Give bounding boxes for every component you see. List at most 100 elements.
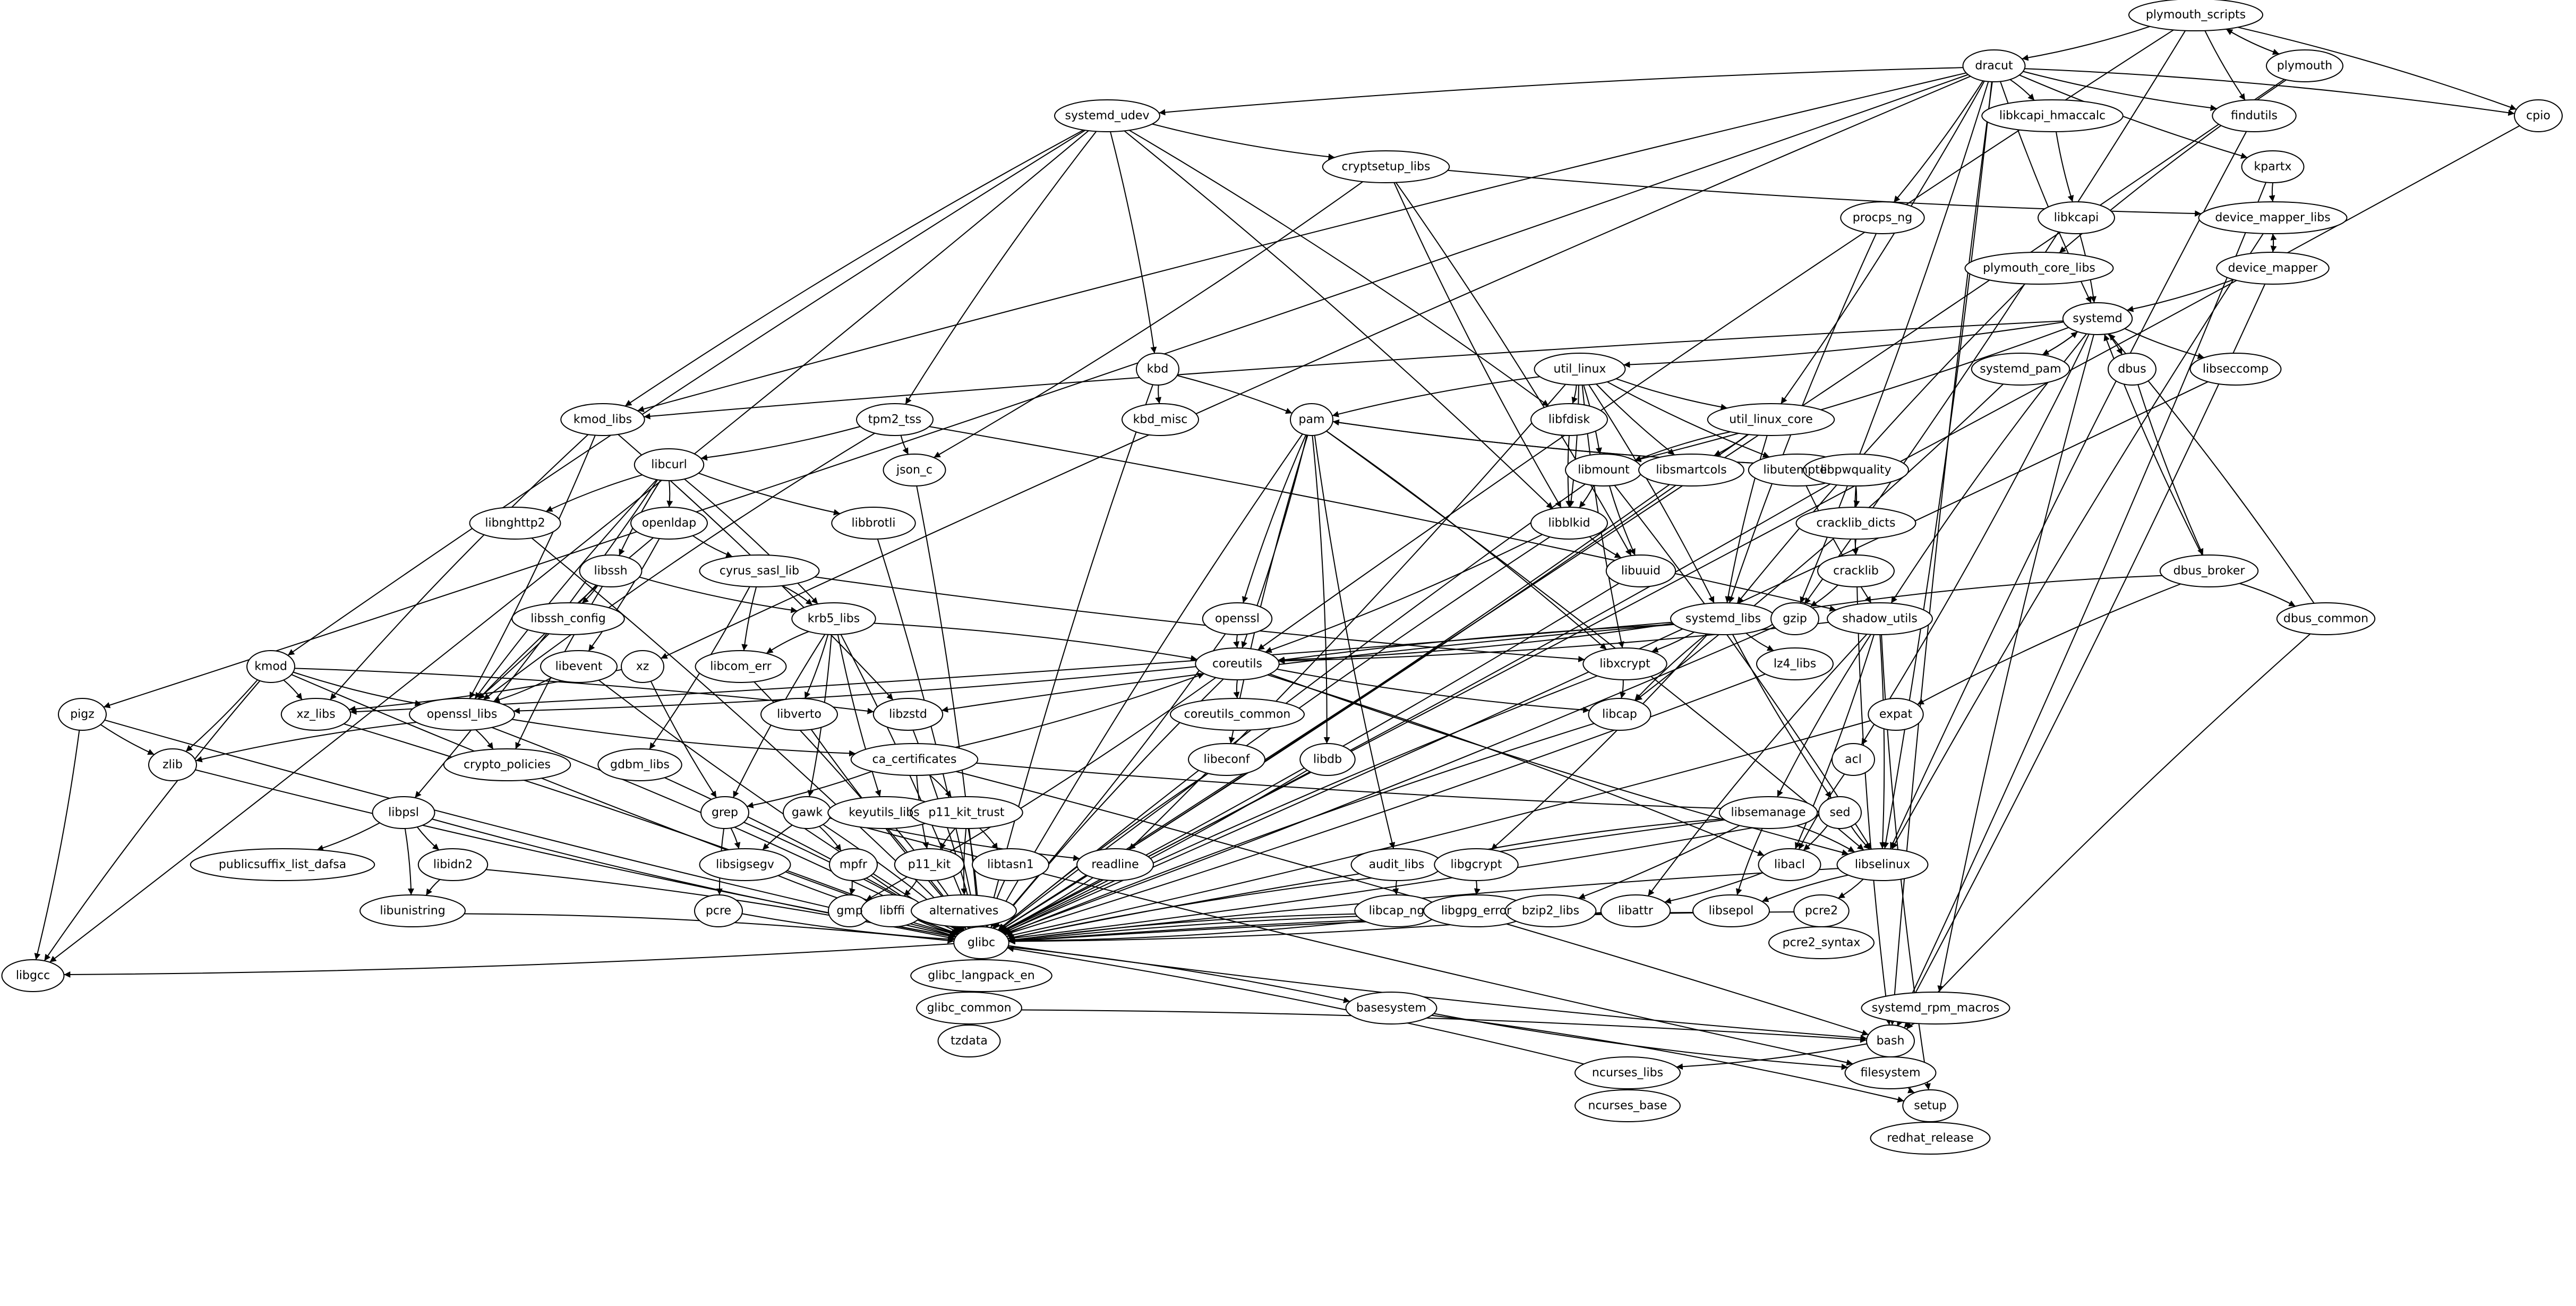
node-ellipse[interactable] <box>695 650 787 683</box>
node-ellipse[interactable] <box>1707 403 1835 436</box>
node-ellipse[interactable] <box>894 848 965 881</box>
node-ellipse[interactable] <box>850 743 979 776</box>
node-ellipse[interactable] <box>190 848 375 881</box>
node-ellipse[interactable] <box>2038 201 2115 234</box>
node-ellipse[interactable] <box>699 848 791 881</box>
node-ellipse[interactable] <box>1530 507 1608 540</box>
node-ellipse[interactable] <box>1054 99 1160 132</box>
node-ellipse[interactable] <box>1868 698 1924 731</box>
node-ellipse[interactable] <box>469 507 561 540</box>
node-ellipse[interactable] <box>443 748 571 781</box>
node-ellipse[interactable] <box>1827 602 1933 635</box>
node-ellipse[interactable] <box>1188 743 1265 776</box>
node-ellipse[interactable] <box>972 848 1049 881</box>
node-ellipse[interactable] <box>760 698 838 731</box>
node-ellipse[interactable] <box>621 650 664 683</box>
node-ellipse[interactable] <box>2514 99 2563 132</box>
node-ellipse[interactable] <box>1530 403 1608 436</box>
node-ellipse[interactable] <box>1692 894 1770 927</box>
node-ellipse[interactable] <box>1836 848 1929 881</box>
node-ellipse[interactable] <box>246 650 295 683</box>
node-ellipse[interactable] <box>1299 743 1356 776</box>
node-ellipse[interactable] <box>2266 49 2343 82</box>
node-ellipse[interactable] <box>2128 0 2263 31</box>
node-ellipse[interactable] <box>1861 992 2010 1025</box>
node-ellipse[interactable] <box>1076 848 1154 881</box>
node-ellipse[interactable] <box>700 796 749 829</box>
node-ellipse[interactable] <box>910 959 1052 992</box>
node-ellipse[interactable] <box>1756 647 1834 680</box>
node-ellipse[interactable] <box>1534 353 1626 386</box>
node-ellipse[interactable] <box>1582 647 1667 680</box>
node-ellipse[interactable] <box>579 554 643 587</box>
node-ellipse[interactable] <box>1434 848 1519 881</box>
node-ellipse[interactable] <box>1600 894 1671 927</box>
node-ellipse[interactable] <box>883 454 946 486</box>
node-ellipse[interactable] <box>916 992 1022 1025</box>
node-ellipse[interactable] <box>2216 252 2330 285</box>
node-ellipse[interactable] <box>1795 507 1916 540</box>
node-ellipse[interactable] <box>58 698 107 731</box>
node-ellipse[interactable] <box>360 894 466 927</box>
node-ellipse[interactable] <box>1170 698 1305 731</box>
node-ellipse[interactable] <box>1964 252 2114 285</box>
node-ellipse[interactable] <box>2159 554 2259 587</box>
node-ellipse[interactable] <box>1971 353 2070 386</box>
node-ellipse[interactable] <box>560 403 645 436</box>
node-ellipse[interactable] <box>2189 353 2282 386</box>
node-ellipse[interactable] <box>1638 454 1744 486</box>
node-ellipse[interactable] <box>1832 743 1875 776</box>
node-ellipse[interactable] <box>417 848 489 881</box>
node-ellipse[interactable] <box>409 698 515 731</box>
node-ellipse[interactable] <box>2241 150 2305 183</box>
node-ellipse[interactable] <box>1844 1056 1937 1089</box>
node-ellipse[interactable] <box>2212 99 2297 132</box>
node-ellipse[interactable] <box>1322 150 1450 183</box>
node-ellipse[interactable] <box>694 894 743 927</box>
node-ellipse[interactable] <box>540 650 618 683</box>
node-ellipse[interactable] <box>1122 403 1199 436</box>
node-ellipse[interactable] <box>1574 1089 1681 1122</box>
node-ellipse[interactable] <box>791 602 876 635</box>
node-ellipse[interactable] <box>630 507 708 540</box>
node-ellipse[interactable] <box>1818 796 1862 829</box>
node-ellipse[interactable] <box>911 894 1017 927</box>
node-ellipse[interactable] <box>2108 353 2156 386</box>
node-ellipse[interactable] <box>699 554 820 587</box>
node-ellipse[interactable] <box>1803 454 1909 486</box>
node-ellipse[interactable] <box>280 698 352 731</box>
node-ellipse[interactable] <box>2062 302 2133 335</box>
node-ellipse[interactable] <box>937 1025 1001 1057</box>
node-ellipse[interactable] <box>1962 49 2026 82</box>
node-ellipse[interactable] <box>953 926 1009 959</box>
node-ellipse[interactable] <box>372 796 435 829</box>
node-ellipse[interactable] <box>597 748 682 781</box>
node-ellipse[interactable] <box>1574 1056 1681 1089</box>
node-ellipse[interactable] <box>1840 201 1925 234</box>
node-ellipse[interactable] <box>148 748 197 781</box>
node-ellipse[interactable] <box>1290 403 1333 436</box>
node-ellipse[interactable] <box>856 403 934 436</box>
node-ellipse[interactable] <box>831 507 916 540</box>
node-ellipse[interactable] <box>1 959 65 992</box>
node-ellipse[interactable] <box>1588 698 1651 731</box>
node-ellipse[interactable] <box>1345 992 1437 1025</box>
node-ellipse[interactable] <box>1770 602 1819 635</box>
node-ellipse[interactable] <box>1202 602 1273 635</box>
node-ellipse[interactable] <box>1817 554 1895 587</box>
node-ellipse[interactable] <box>1768 926 1875 959</box>
node-ellipse[interactable] <box>910 796 1023 829</box>
node-ellipse[interactable] <box>872 698 944 731</box>
node-ellipse[interactable] <box>1718 796 1818 829</box>
node-ellipse[interactable] <box>2276 602 2376 635</box>
node-ellipse[interactable] <box>1981 99 2124 132</box>
node-ellipse[interactable] <box>1195 647 1280 680</box>
node-ellipse[interactable] <box>1870 1122 1991 1155</box>
node-ellipse[interactable] <box>1504 894 1597 927</box>
node-ellipse[interactable] <box>1758 848 1821 881</box>
node-ellipse[interactable] <box>634 448 705 481</box>
node-ellipse[interactable] <box>829 848 878 881</box>
node-ellipse[interactable] <box>1605 554 1676 587</box>
node-ellipse[interactable] <box>1136 353 1179 386</box>
node-ellipse[interactable] <box>2198 201 2348 234</box>
